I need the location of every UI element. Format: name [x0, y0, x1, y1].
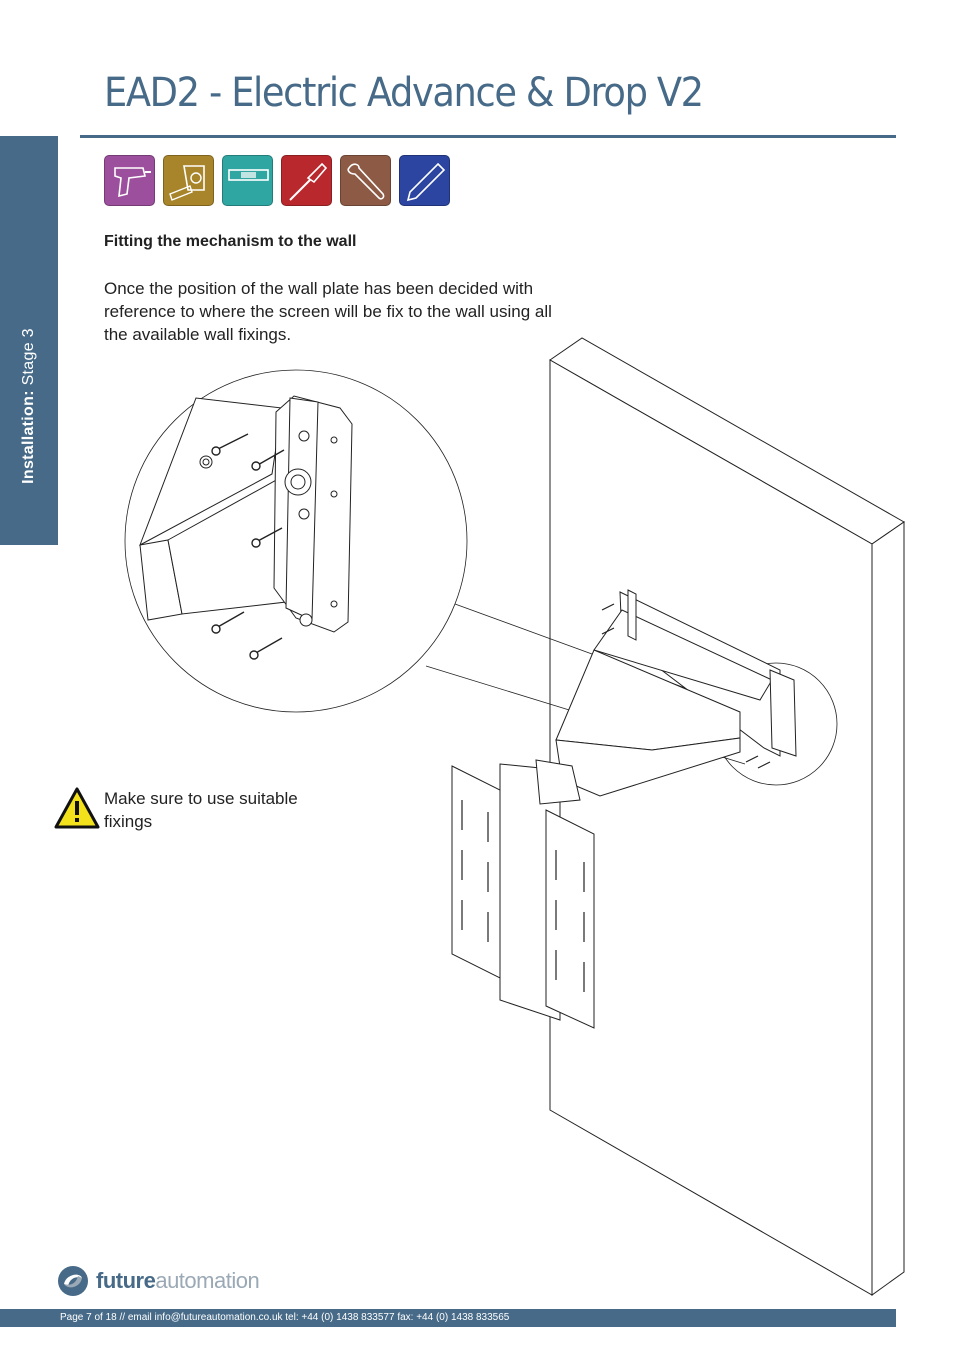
drill-icon: [104, 155, 155, 206]
footer-contact-text: Page 7 of 18 // email info@futureautomat…: [60, 1312, 510, 1323]
footer-bar: Page 7 of 18 // email info@futureautomat…: [0, 1309, 896, 1327]
arm-screws: [601, 603, 771, 769]
warning-text: Make sure to use suitable fixings: [104, 789, 298, 831]
pencil-icon: [399, 155, 450, 206]
detail-screws: [211, 433, 285, 660]
plate-slots: [461, 800, 585, 992]
page-title: EAD2 - Electric Advance & Drop V2: [104, 70, 704, 116]
warning-triangle-icon: [54, 787, 100, 829]
brand-name: futureautomation: [96, 1268, 260, 1293]
screen-mount-plates: [451, 759, 595, 1029]
section-heading: Fitting the mechanism to the wall: [104, 233, 357, 250]
spanner-icon: [340, 155, 391, 206]
screwdriver-icon: [281, 155, 332, 206]
brand-logo: futureautomation: [56, 1264, 260, 1298]
title-divider: [80, 135, 896, 138]
section-body: Once the position of the wall plate has …: [104, 279, 552, 344]
swirl-logo-icon: [58, 1266, 88, 1296]
spirit-level-icon: [222, 155, 273, 206]
tools-required: [104, 155, 450, 206]
tape-measure-icon: [163, 155, 214, 206]
sidebar-stage-tab: Installation: Stage 3: [0, 136, 58, 545]
mechanism-arm: [555, 589, 797, 797]
wall-illustration: [549, 337, 905, 1296]
